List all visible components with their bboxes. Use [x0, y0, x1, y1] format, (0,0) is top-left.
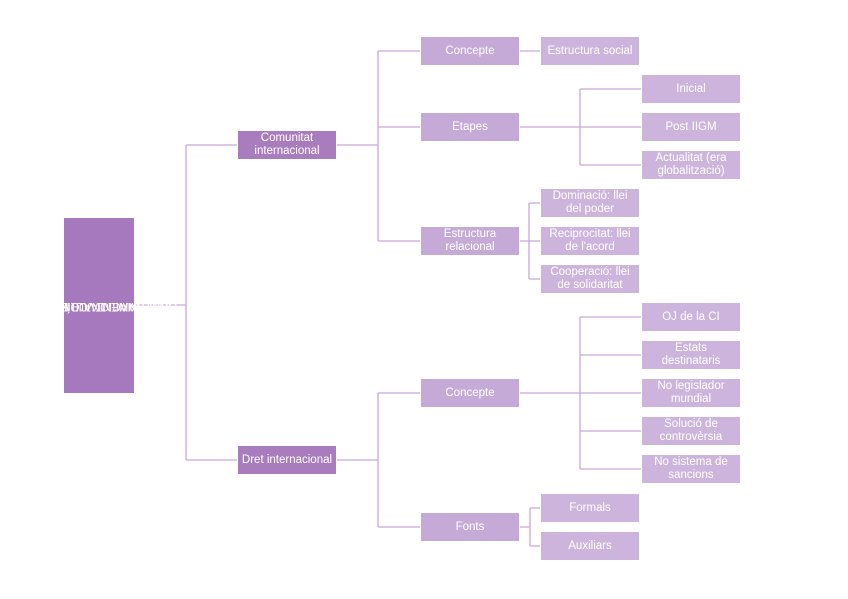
- node-etapes: Etapes: [420, 112, 520, 142]
- node-formals: Formals: [540, 493, 640, 523]
- root-node: TEMA 1. LA COMUNITAT INTERNACIONAL I EL …: [21, 217, 177, 394]
- node-dominacio: Dominació: llei del poder: [540, 188, 640, 218]
- node-fonts: Fonts: [420, 512, 520, 542]
- connector-fonts: [520, 507, 540, 547]
- node-label: No legislador mundial: [657, 380, 725, 405]
- node-label: Reciprocitat: llei de l'acord: [549, 228, 631, 253]
- node-dret-internacional: Dret internacional: [237, 445, 337, 475]
- node-label: Cooperació: llei de solidaritat: [550, 266, 630, 291]
- node-solucio-de-controversia: Solució de controvèrsia: [641, 416, 741, 446]
- connector-dret: [337, 392, 420, 528]
- node-label: Post IIGM: [665, 120, 717, 133]
- node-label: Etapes: [452, 120, 488, 133]
- node-cooperacio: Cooperació: llei de solidaritat: [540, 264, 640, 294]
- node-estats-destinataris: Estats destinataris: [641, 340, 741, 370]
- node-label: Formals: [569, 501, 611, 514]
- node-reciprocitat: Reciprocitat: llei de l'acord: [540, 226, 640, 256]
- connector-estructura: [520, 202, 540, 280]
- root-label-line-3: ORDENAMENT JURÍDIC: [46, 300, 178, 312]
- node-label: Concepte: [445, 386, 495, 399]
- node-label: Actualitat (era globalització): [655, 152, 727, 177]
- root-label: TEMA 1. LA COMUNITAT INTERNACIONAL I EL …: [21, 234, 177, 377]
- node-concepte-comunitat: Concepte: [420, 36, 520, 66]
- node-comunitat-internacional: Comunitat internacional: [237, 130, 337, 160]
- node-concepte-dret: Concepte: [420, 378, 520, 408]
- connector-etapes: [520, 88, 641, 166]
- node-estructura-relacional: Estructura relacional: [420, 226, 520, 256]
- node-label: OJ de la CI: [662, 310, 720, 323]
- connector-concepte-2: [520, 316, 641, 470]
- connector-comunitat: [337, 50, 420, 242]
- node-label: Dominació: llei del poder: [552, 190, 628, 215]
- node-label: Inicial: [676, 82, 706, 95]
- node-label: Auxiliars: [568, 539, 612, 552]
- node-actualitat: Actualitat (era globalització): [641, 150, 741, 180]
- node-label: Dret internacional: [241, 453, 333, 466]
- connector-root: [135, 144, 238, 461]
- node-label: Solució de controvèrsia: [659, 418, 723, 443]
- node-no-sistema-de-sancions: No sistema de sancions: [641, 454, 741, 484]
- node-inicial: Inicial: [641, 74, 741, 104]
- node-estructura-social: Estructura social: [540, 36, 640, 66]
- node-label: Concepte: [445, 44, 495, 57]
- node-label: Estructura social: [547, 44, 633, 57]
- node-oj-de-la-ci: OJ de la CI: [641, 302, 741, 332]
- node-label: Comunitat internacional: [254, 132, 320, 157]
- node-no-legislador-mundial: No legislador mundial: [641, 378, 741, 408]
- node-label: Estructura relacional: [443, 228, 497, 253]
- node-label: No sistema de sancions: [654, 456, 728, 481]
- node-label: Fonts: [455, 520, 485, 533]
- node-label: Estats destinataris: [661, 342, 721, 367]
- node-post-iigm: Post IIGM: [641, 112, 741, 142]
- node-auxiliars: Auxiliars: [540, 531, 640, 561]
